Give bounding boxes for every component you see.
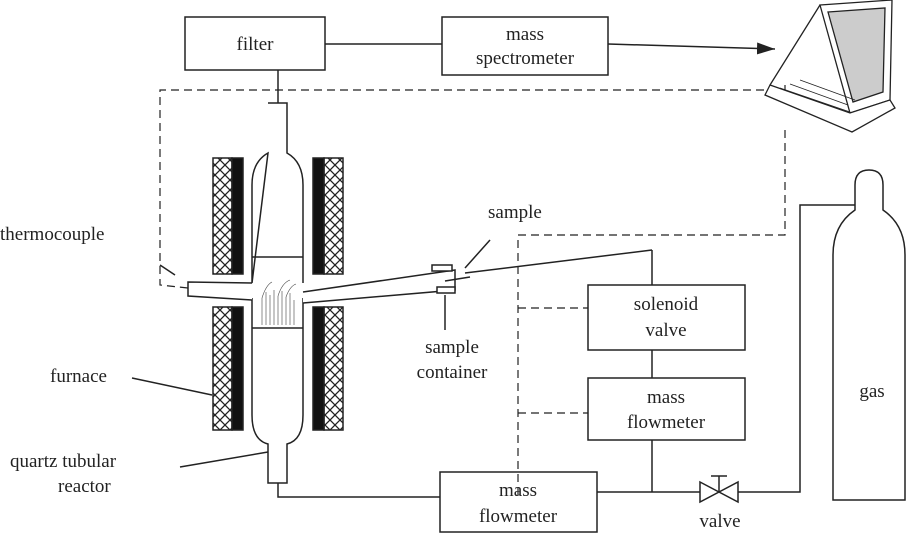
mass-flowmeter-lower-box — [439, 471, 598, 533]
filter-label: filter — [237, 34, 275, 55]
quartz-reactor-label-1: quartz tubular — [10, 451, 117, 472]
mass-flowmeter-upper-box — [587, 377, 746, 441]
sample-container-label-1: sample — [425, 337, 479, 358]
valve-label: valve — [699, 511, 740, 532]
valve-symbol — [699, 475, 739, 504]
mass-flowmeter-lower-label-1: mass — [499, 480, 537, 501]
solenoid-valve-label-1: solenoid — [634, 294, 699, 315]
mass-spectrometer-box — [441, 16, 609, 76]
gas-label: gas — [859, 381, 884, 402]
thermocouple-label: thermocouple — [0, 224, 104, 245]
quartz-tubular-reactor — [187, 102, 471, 484]
furnace — [212, 157, 344, 431]
mass-spectrometer-label-2: spectrometer — [476, 48, 575, 69]
solenoid-valve-box — [587, 284, 746, 351]
mass-spectrometer-label-1: mass — [506, 24, 544, 45]
data-arrow — [607, 42, 776, 55]
gas-cylinder — [832, 169, 906, 501]
mass-flowmeter-lower-label-2: flowmeter — [479, 506, 558, 527]
sample-label: sample — [488, 202, 542, 223]
furnace-label: furnace — [50, 366, 107, 387]
mass-flowmeter-upper-label-1: mass — [647, 387, 685, 408]
laptop-icon — [764, 0, 896, 133]
quartz-reactor-label-2: reactor — [58, 476, 111, 497]
solenoid-valve-label-2: valve — [645, 320, 686, 341]
mass-flowmeter-upper-label-2: flowmeter — [627, 412, 706, 433]
sample-container-label-2: container — [417, 362, 488, 383]
